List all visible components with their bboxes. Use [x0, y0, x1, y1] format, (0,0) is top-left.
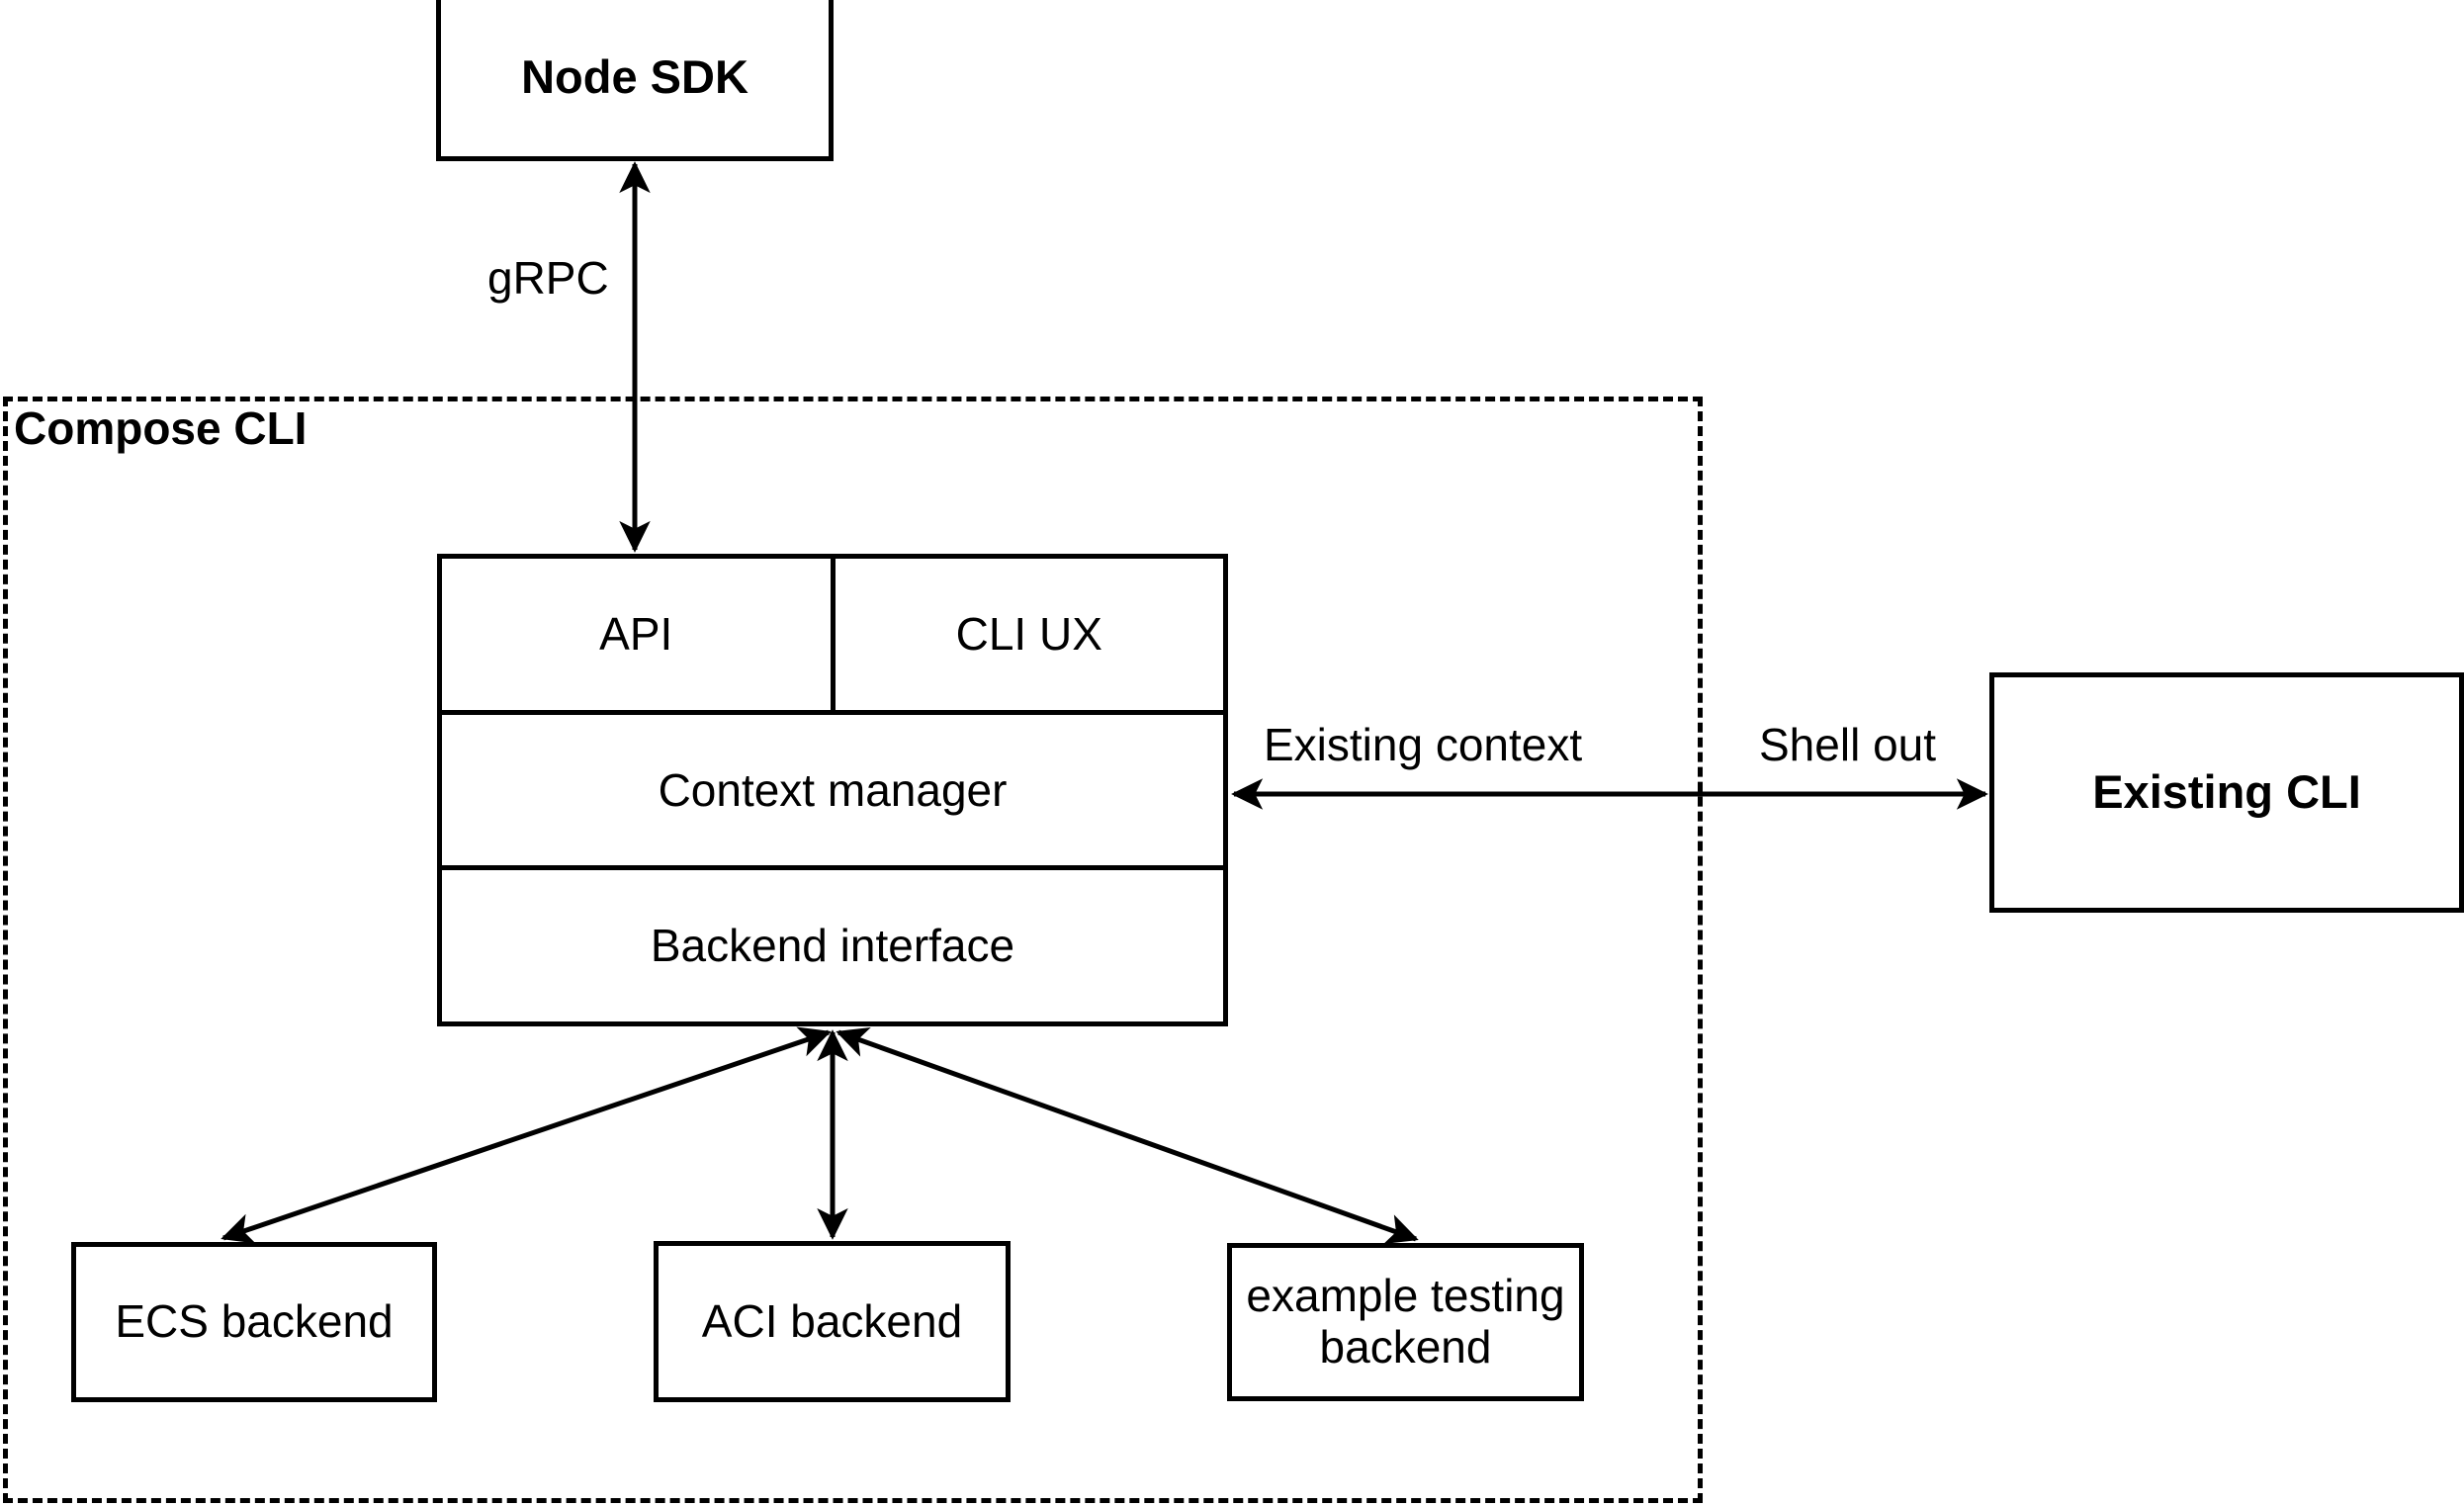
- node-sdk-label: Node SDK: [521, 50, 748, 104]
- existing-cli-label: Existing CLI: [2092, 765, 2361, 819]
- core-cell-backend-interface-label: Backend interface: [650, 920, 1015, 972]
- core-cell-api-label: API: [599, 608, 673, 661]
- core-cell-backend-interface[interactable]: Backend interface: [442, 870, 1223, 1021]
- compose-cli-label: Compose CLI: [14, 402, 308, 454]
- ecs-backend-label: ECS backend: [115, 1295, 394, 1348]
- aci-backend-label: ACI backend: [701, 1294, 963, 1347]
- core-cell-context-manager-label: Context manager: [658, 763, 1008, 816]
- ecs-backend-box[interactable]: ECS backend: [71, 1242, 437, 1402]
- core-cell-cli-ux[interactable]: CLI UX: [830, 559, 1224, 710]
- core-row-context-manager: Context manager: [442, 709, 1223, 866]
- aci-backend-box[interactable]: ACI backend: [654, 1241, 1011, 1402]
- compose-cli-core-stack: API CLI UX Context manager Backend inter…: [437, 554, 1228, 1026]
- node-sdk-box[interactable]: Node SDK: [436, 0, 834, 161]
- edge-label-shell-out: Shell out: [1759, 719, 1937, 770]
- edge-label-grpc: gRPC: [487, 252, 609, 304]
- example-testing-backend-box[interactable]: example testing backend: [1227, 1243, 1584, 1401]
- core-cell-context-manager[interactable]: Context manager: [442, 715, 1223, 866]
- core-cell-api[interactable]: API: [442, 559, 831, 710]
- compose-cli-boundary: [3, 397, 1703, 1503]
- edge-label-existing-context: Existing context: [1264, 719, 1583, 770]
- example-testing-backend-label: example testing backend: [1246, 1270, 1565, 1373]
- core-row-api-cliux: API CLI UX: [442, 559, 1223, 710]
- core-row-backend-interface: Backend interface: [442, 865, 1223, 1021]
- existing-cli-box[interactable]: Existing CLI: [1989, 672, 2464, 913]
- core-cell-cli-ux-label: CLI UX: [955, 608, 1102, 661]
